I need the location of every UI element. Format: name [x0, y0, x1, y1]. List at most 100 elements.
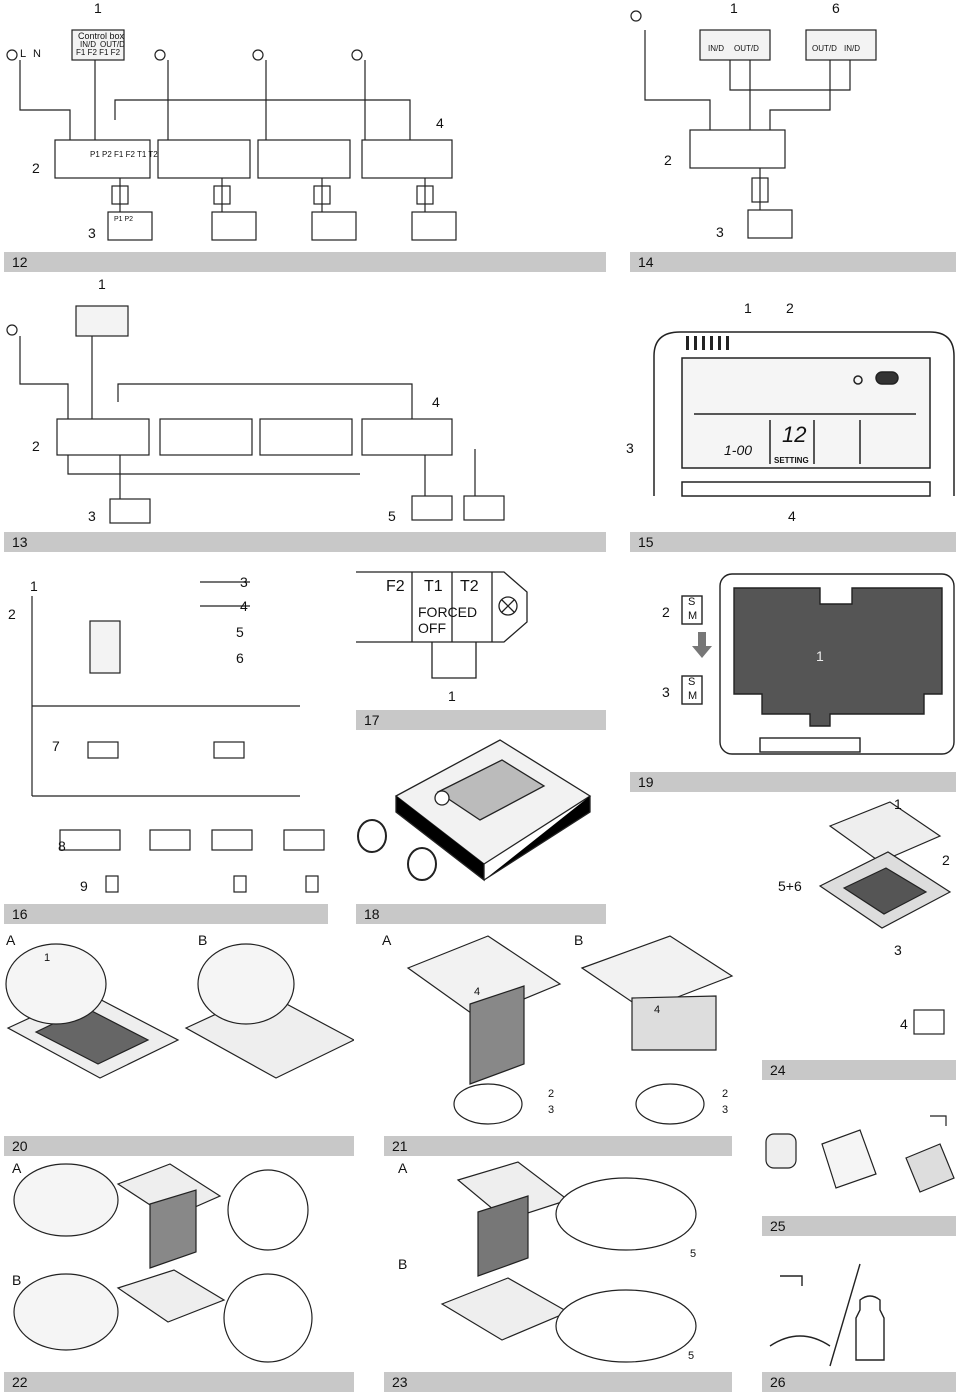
figure-14-number-6: 6 [832, 0, 840, 16]
figure-24-number-3: 3 [894, 942, 902, 958]
figure-21-number-3b: 3 [722, 1104, 729, 1116]
figure-14-bar: 14 [630, 252, 956, 272]
figure-26-bar: 26 [762, 1372, 956, 1392]
figure-17-bar: 17 [356, 710, 606, 730]
figure-23-number-5a: 5 [690, 1248, 697, 1260]
no-water-no-solvent-26 [769, 1263, 885, 1367]
figure-19-number-3: 3 [662, 684, 670, 700]
filter-replace-23 [440, 1161, 697, 1363]
figure-19-number-2: 2 [662, 604, 670, 620]
figure-19-number-1: 1 [816, 648, 824, 664]
figure-13-number-4: 4 [432, 394, 440, 410]
figure-26 [760, 1256, 956, 1368]
figure-16-number-3: 3 [240, 574, 248, 590]
figure-22: A B [0, 1160, 354, 1368]
figure-21-bar: 21 [384, 1136, 732, 1156]
figure-23-a: A [398, 1160, 408, 1176]
figure-16-number-1: 1 [30, 578, 38, 594]
figure-15-number-3: 3 [626, 440, 634, 456]
figure-21-number-4a: 4 [474, 986, 481, 998]
grille-removal-20 [5, 943, 356, 1079]
figure-12-number-1: 1 [94, 0, 102, 16]
wiring-diagram-16 [31, 581, 325, 893]
figure-19-m-top: M [688, 610, 698, 622]
figure-19-bar: 19 [630, 772, 956, 792]
figure-14: 1 6 2 3 IN/D OUT/D OUT/D IN/D [620, 0, 956, 250]
figure-15-display-left: 1-00 [724, 442, 753, 458]
figure-13: 1 2 3 4 5 [0, 274, 606, 528]
figure-23-number-5b: 5 [688, 1350, 695, 1362]
figure-14-box-b-in: IN/D [844, 44, 860, 53]
figure-22-a: A [12, 1160, 22, 1176]
figure-23-bar: 23 [384, 1372, 732, 1392]
figure-12-control-box: Control box [78, 31, 125, 41]
figure-17-term-t2: T2 [460, 578, 479, 595]
figure-16-number-2: 2 [8, 606, 16, 622]
figure-16-number-6: 6 [236, 650, 244, 666]
figure-12-terminal-block: P1 P2 F1 F2 T1 T2 [90, 150, 158, 159]
figure-22-bar: 22 [4, 1372, 354, 1392]
figure-16-number-5: 5 [236, 624, 244, 640]
figure-14-number-1: 1 [730, 0, 738, 16]
figure-24-number-1: 1 [894, 796, 902, 812]
figure-16-number-9: 9 [80, 878, 88, 894]
figure-18-bar: 18 [356, 904, 606, 924]
figure-21-a: A [382, 932, 392, 948]
figure-22-b: B [12, 1272, 22, 1288]
figure-19: 2 3 1 S M S M [620, 566, 956, 766]
figure-24-number-5-6: 5+6 [778, 878, 802, 894]
figure-24-number-4: 4 [900, 1016, 908, 1032]
figure-16-number-7: 7 [52, 738, 60, 754]
wiring-diagram-14 [630, 10, 877, 239]
wiring-diagram-13 [6, 305, 505, 524]
figure-23: A B 5 5 [378, 1160, 734, 1368]
figure-12-N: N [33, 48, 41, 60]
unit-with-remote-24 [818, 801, 952, 1035]
figure-21-b: B [574, 932, 584, 948]
figure-12-number-2: 2 [32, 160, 40, 176]
terminal-block-17 [356, 571, 528, 679]
cleaning-25 [765, 1115, 955, 1193]
figure-15: 1 2 3 4 1-00 12 SETTING [620, 296, 956, 528]
switch-board-19 [681, 573, 955, 755]
figure-17-term-f2: F2 [386, 578, 405, 595]
figure-16: 1 2 3 4 5 6 7 8 9 [0, 566, 330, 900]
figure-15-number-2: 2 [786, 300, 794, 316]
figure-21-number-2a: 2 [548, 1088, 555, 1100]
figure-15-bar: 15 [630, 532, 956, 552]
figure-12: 1 2 3 4 Control box IN/D OUT/D F1 F2 F1 … [0, 0, 606, 250]
display-panel-15 [653, 331, 955, 497]
figure-17-forced: FORCED [418, 604, 478, 620]
figure-12-control-terms: F1 F2 F1 F2 [76, 48, 121, 57]
figure-25 [760, 1104, 956, 1208]
figure-15-setting: SETTING [774, 456, 809, 465]
figure-13-bar: 13 [4, 532, 606, 552]
figure-20-bar: 20 [4, 1136, 354, 1156]
figure-17-term-t1: T1 [424, 578, 443, 595]
remote-controller-18 [357, 739, 592, 882]
figure-14-number-3: 3 [716, 224, 724, 240]
figure-16-number-8: 8 [58, 838, 66, 854]
figure-16-bar: 16 [4, 904, 328, 924]
figure-20: A B 1 [0, 928, 356, 1128]
figure-20-b: B [198, 932, 208, 948]
figure-12-control-in: IN/D [80, 40, 96, 49]
figure-15-number-4: 4 [788, 508, 796, 524]
figure-14-box-b-out: OUT/D [812, 44, 837, 53]
wiring-diagram-12 [6, 29, 457, 241]
figure-21-number-3a: 3 [548, 1104, 555, 1116]
figure-21: A B 4 4 2 3 2 3 [378, 928, 734, 1128]
figure-12-L: L [20, 48, 27, 60]
figure-14-box-a-out: OUT/D [734, 44, 759, 53]
figure-16-number-4: 4 [240, 598, 248, 614]
figure-15-number-1: 1 [744, 300, 752, 316]
figure-13-number-1: 1 [98, 276, 106, 292]
figure-14-box-a-in: IN/D [708, 44, 724, 53]
figure-14-number-2: 2 [664, 152, 672, 168]
figure-24-number-2: 2 [942, 852, 950, 868]
figure-24: 1 2 5+6 3 4 [760, 796, 956, 1052]
figure-21-number-4b: 4 [654, 1004, 661, 1016]
figure-18 [352, 736, 606, 900]
filter-removal-21 [406, 935, 734, 1125]
figure-13-number-5: 5 [388, 508, 396, 524]
